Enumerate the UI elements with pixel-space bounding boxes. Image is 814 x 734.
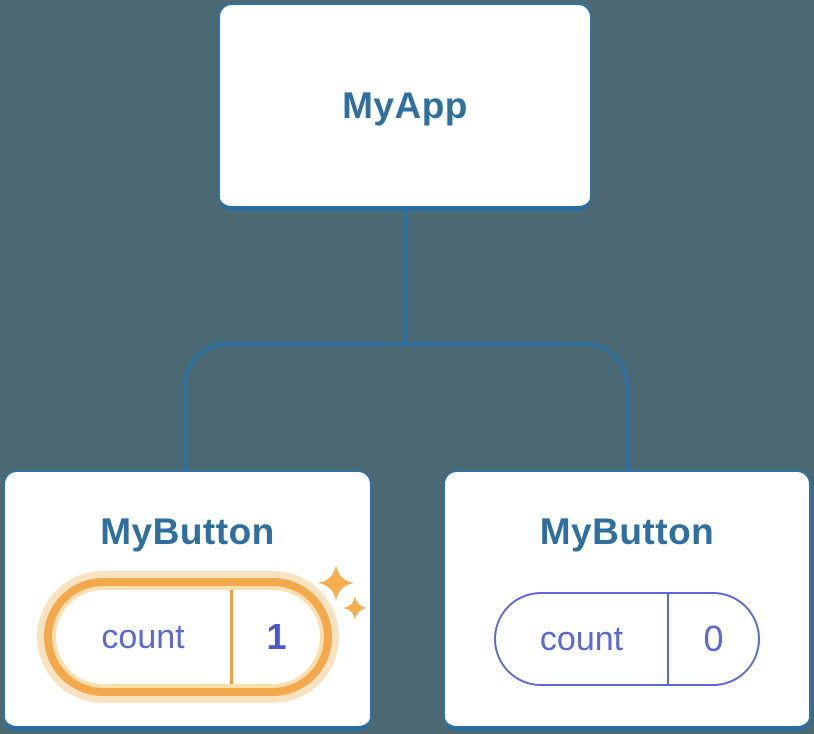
state-value: 0 — [667, 594, 758, 684]
state-key: count — [101, 617, 185, 656]
state-pill: count 0 — [494, 592, 760, 686]
root-node: MyApp — [218, 3, 592, 211]
child-node-updated: MyButton count 1 — [3, 470, 372, 731]
state-pill-highlighted: count 1 — [52, 586, 324, 688]
child-node-label: MyButton — [100, 511, 275, 552]
tree-connector-branch — [183, 342, 629, 474]
state-key: count — [539, 619, 624, 658]
root-node-label: MyApp — [342, 84, 468, 126]
child-node-label: MyButton — [539, 511, 715, 552]
state-value: 1 — [230, 590, 320, 684]
sparkles-icon — [318, 565, 367, 620]
child-node-plain: MyButton count 0 — [443, 470, 811, 731]
tree-connector-stem — [403, 210, 407, 344]
